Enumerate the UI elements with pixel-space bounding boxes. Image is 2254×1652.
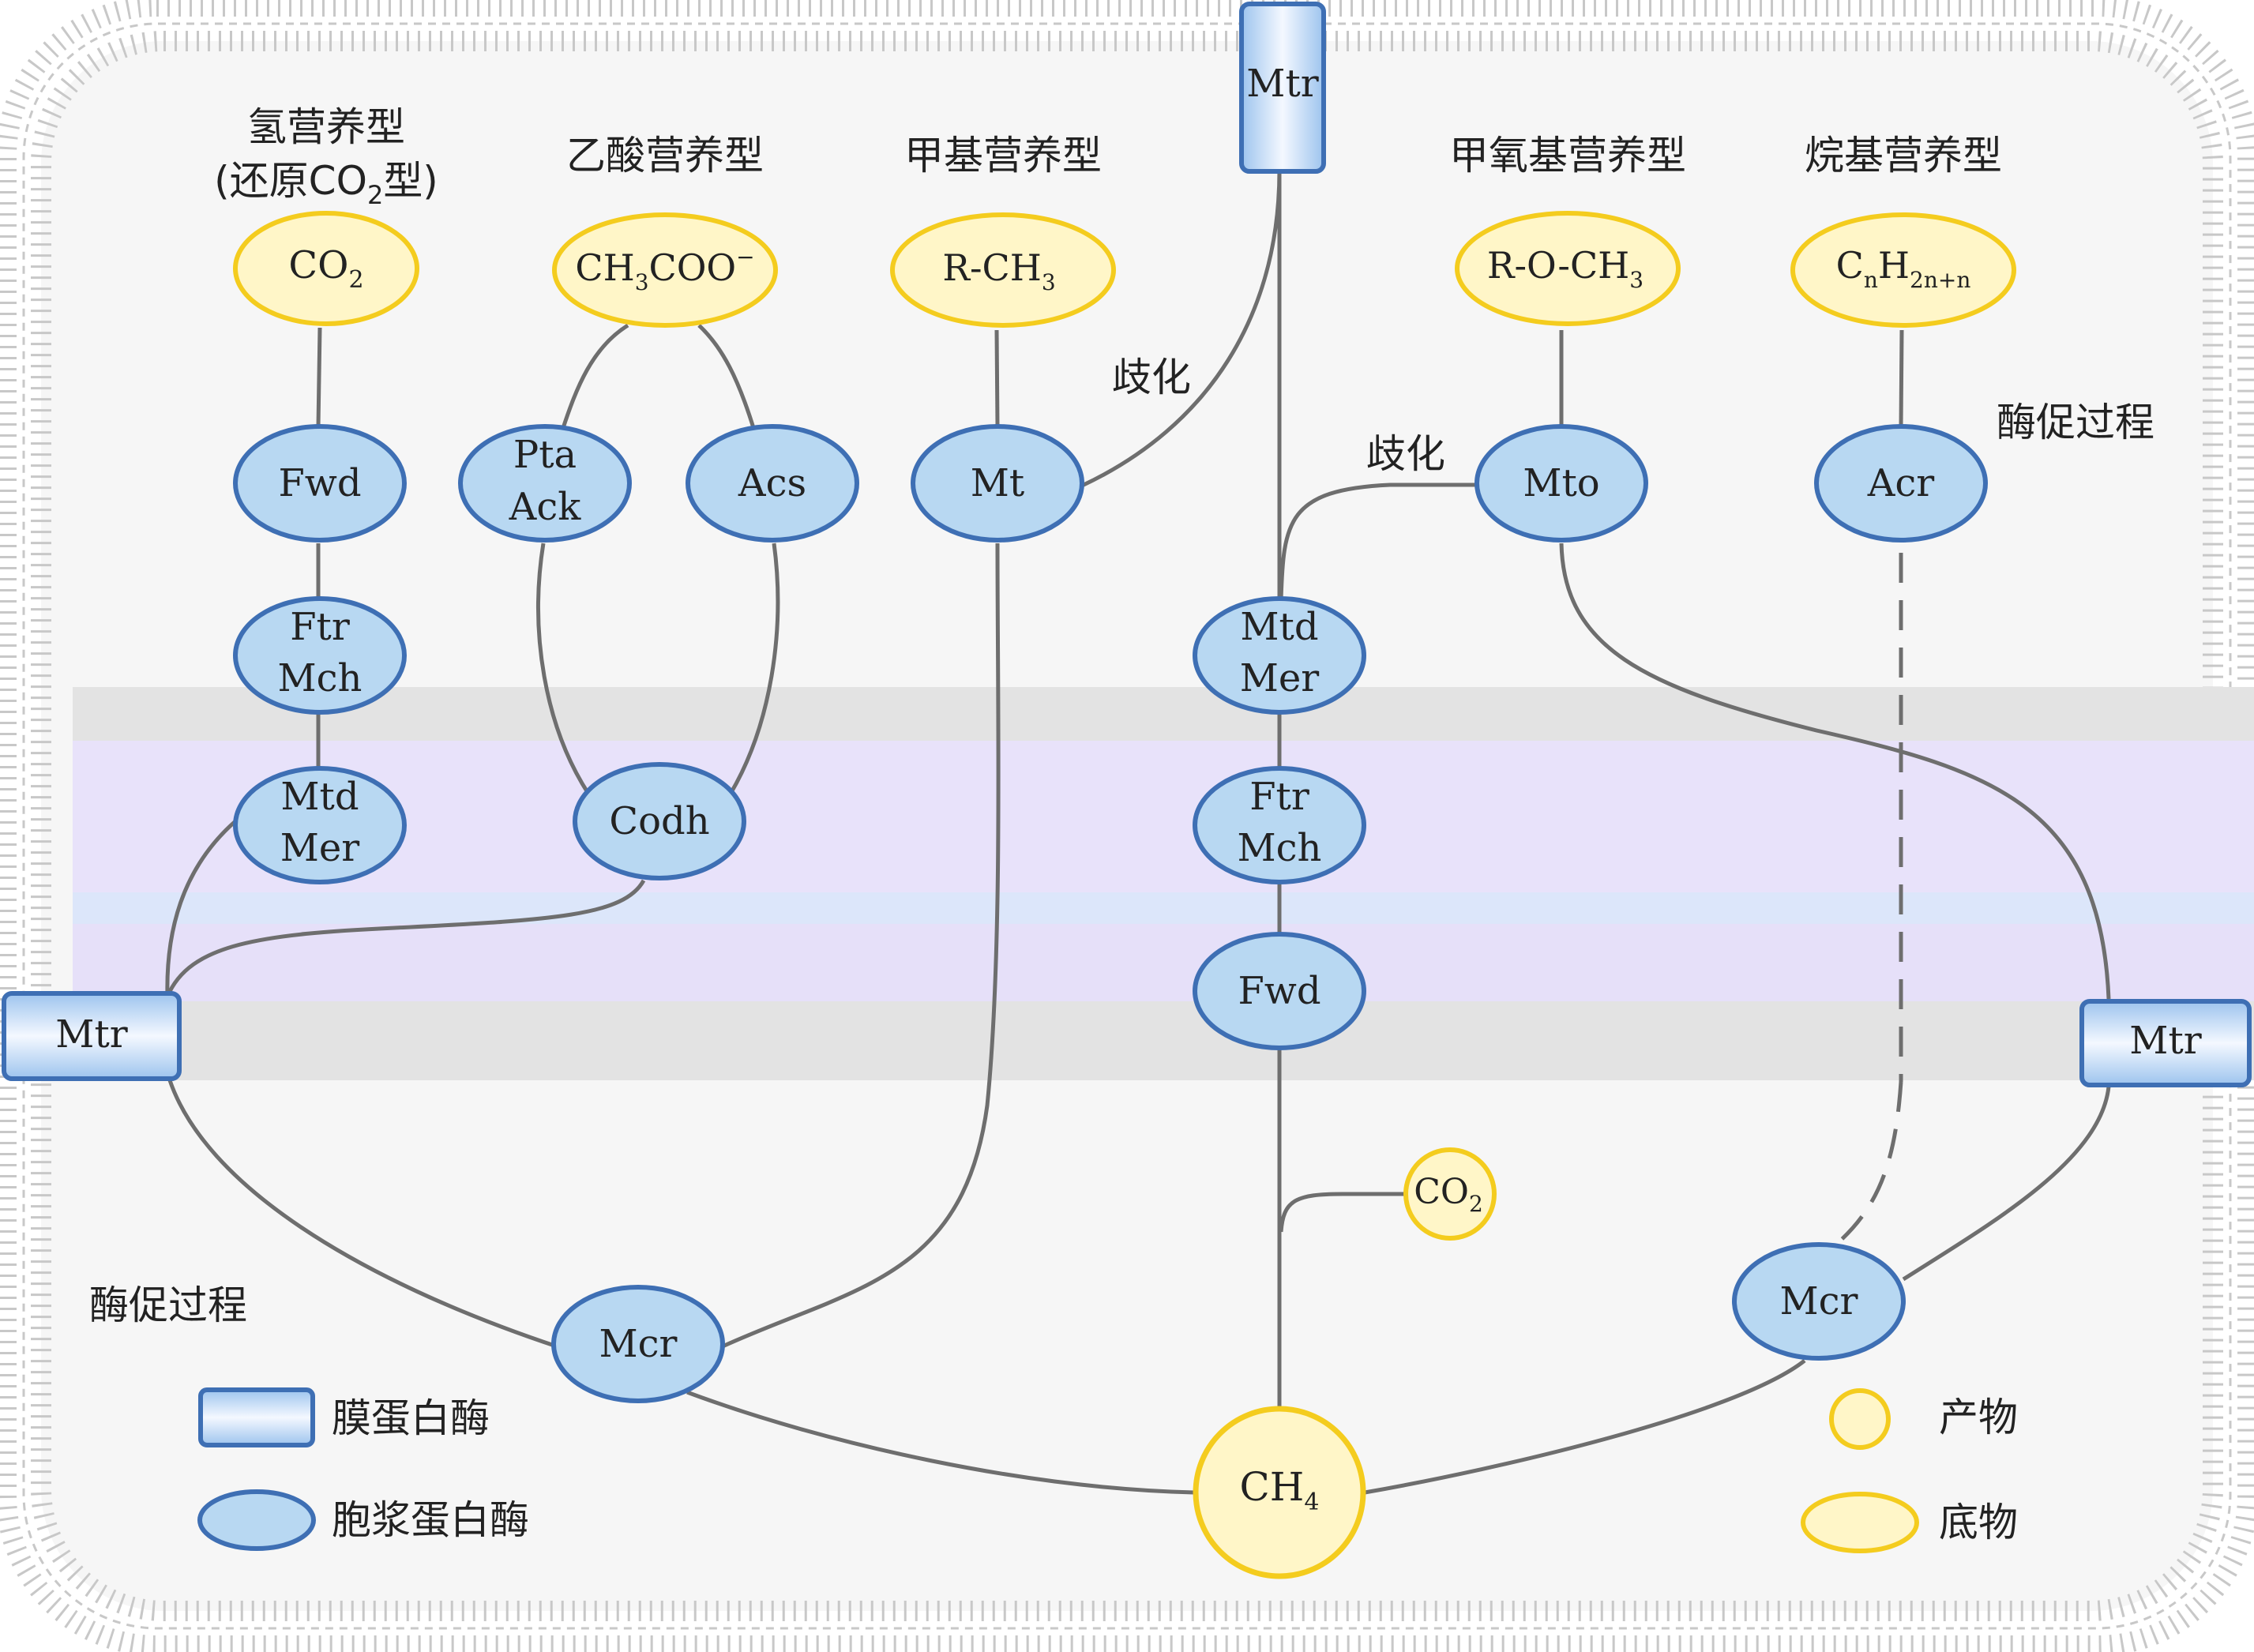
svg-text:Mtd: Mtd: [1240, 605, 1318, 649]
annotation-enzymatic-right: 酶促过程: [1997, 400, 2154, 445]
header-methylotrophic: 甲基营养型: [904, 133, 1102, 178]
svg-text:底物: 底物: [1939, 1500, 2018, 1545]
membrane-enzyme-mtr-right: Mtr: [2079, 999, 2252, 1087]
svg-text:Mtd: Mtd: [280, 775, 359, 819]
svg-text:Ack: Ack: [509, 485, 582, 529]
svg-text:Ftr: Ftr: [1249, 775, 1309, 819]
pathway-lines: [165, 169, 2111, 1495]
svg-text:Fwd: Fwd: [1238, 969, 1320, 1013]
enzyme-fwd-left: Fwd: [233, 424, 407, 543]
header-methoxydotrophic: 甲氧基营养型: [1449, 133, 1686, 178]
substrate-co2: CO2: [233, 211, 419, 326]
svg-text:Mto: Mto: [1523, 461, 1599, 505]
enzyme-mtd-mer-center: Mtd Mer: [1193, 596, 1366, 715]
enzyme-acr: Acr: [1814, 424, 1988, 543]
svg-text:Mcr: Mcr: [1780, 1279, 1858, 1323]
svg-text:Mtr: Mtr: [55, 1012, 127, 1057]
svg-text:CH4: CH4: [1240, 1464, 1320, 1516]
enzyme-mto: Mto: [1474, 424, 1648, 543]
svg-text:膜蛋白酶: 膜蛋白酶: [332, 1395, 490, 1441]
substrate-acetate: CH3COO−: [552, 212, 778, 328]
svg-text:Mtr: Mtr: [2129, 1019, 2201, 1063]
svg-text:Acs: Acs: [738, 461, 806, 505]
substrate-methyl: R-CH3: [890, 212, 1116, 328]
legend: 膜蛋白酶 胞浆蛋白酶 产物 底物: [197, 1387, 2018, 1553]
svg-text:Mch: Mch: [278, 656, 363, 700]
legend-product: 产物: [1829, 1388, 2018, 1450]
svg-text:Mcr: Mcr: [599, 1322, 678, 1366]
svg-text:Mer: Mer: [280, 826, 360, 870]
svg-text:CnH2n+n: CnH2n+n: [1836, 244, 1971, 293]
svg-text:Mch: Mch: [1238, 826, 1322, 870]
enzyme-mtd-mer-left: Mtd Mer: [233, 766, 407, 884]
svg-text:Acr: Acr: [1867, 461, 1935, 505]
svg-text:胞浆蛋白酶: 胞浆蛋白酶: [332, 1497, 529, 1543]
enzyme-codh: Codh: [573, 762, 746, 880]
svg-text:Mer: Mer: [1240, 656, 1320, 700]
product-co2: CO2: [1403, 1147, 1497, 1241]
legend-substrate: 底物: [1801, 1492, 2018, 1553]
enzyme-mcr-right: Mcr: [1732, 1242, 1906, 1361]
svg-text:Fwd: Fwd: [278, 461, 361, 505]
svg-text:Mtr: Mtr: [1246, 62, 1318, 106]
svg-text:产物: 产物: [1939, 1395, 2018, 1440]
substrate-alkane: CnH2n+n: [1790, 212, 2016, 328]
header-hydrogenotrophic: 氢营养型: [247, 104, 405, 150]
svg-text:R-CH3: R-CH3: [942, 246, 1055, 295]
svg-text:CO2: CO2: [1414, 1172, 1483, 1217]
svg-text:CH3COO−: CH3COO−: [575, 244, 754, 295]
membrane-enzyme-mtr-left: Mtr: [2, 991, 182, 1081]
legend-membrane-enzyme: 膜蛋白酶: [198, 1387, 490, 1447]
membrane-bands: [73, 687, 2254, 1080]
substrate-methoxy: R-O-CH3: [1455, 211, 1681, 326]
svg-text:Codh: Codh: [609, 799, 709, 843]
svg-text:R-O-CH3: R-O-CH3: [1487, 244, 1644, 293]
annotation-disproportionation-2: 歧化: [1366, 431, 1445, 477]
annotation-disproportionation-1: 歧化: [1112, 355, 1191, 400]
header-hydrogenotrophic-sub: (还原CO2型): [214, 158, 438, 210]
legend-cytoplasmic-enzyme: 胞浆蛋白酶: [197, 1489, 529, 1551]
membrane-enzyme-mtr-top: Mtr: [1239, 2, 1326, 174]
enzyme-pta-ack: Pta Ack: [458, 424, 632, 543]
enzyme-mcr-left: Mcr: [551, 1285, 725, 1403]
svg-text:Mt: Mt: [971, 461, 1024, 505]
enzyme-mt: Mt: [911, 424, 1084, 543]
annotation-enzymatic-left: 酶促过程: [89, 1282, 247, 1328]
enzyme-ftr-mch-center: Ftr Mch: [1193, 766, 1366, 884]
enzyme-ftr-mch-left: Ftr Mch: [233, 596, 407, 715]
header-acetoclastic: 乙酸营养型: [566, 133, 764, 178]
svg-text:Pta: Pta: [513, 433, 577, 477]
svg-text:Ftr: Ftr: [290, 605, 350, 649]
enzyme-fwd-center: Fwd: [1193, 932, 1366, 1050]
svg-text:CO2: CO2: [288, 243, 363, 294]
enzyme-acs: Acs: [686, 424, 859, 543]
product-ch4: CH4: [1193, 1406, 1366, 1579]
header-alkylotrophic: 烷基营养型: [1805, 133, 2002, 178]
